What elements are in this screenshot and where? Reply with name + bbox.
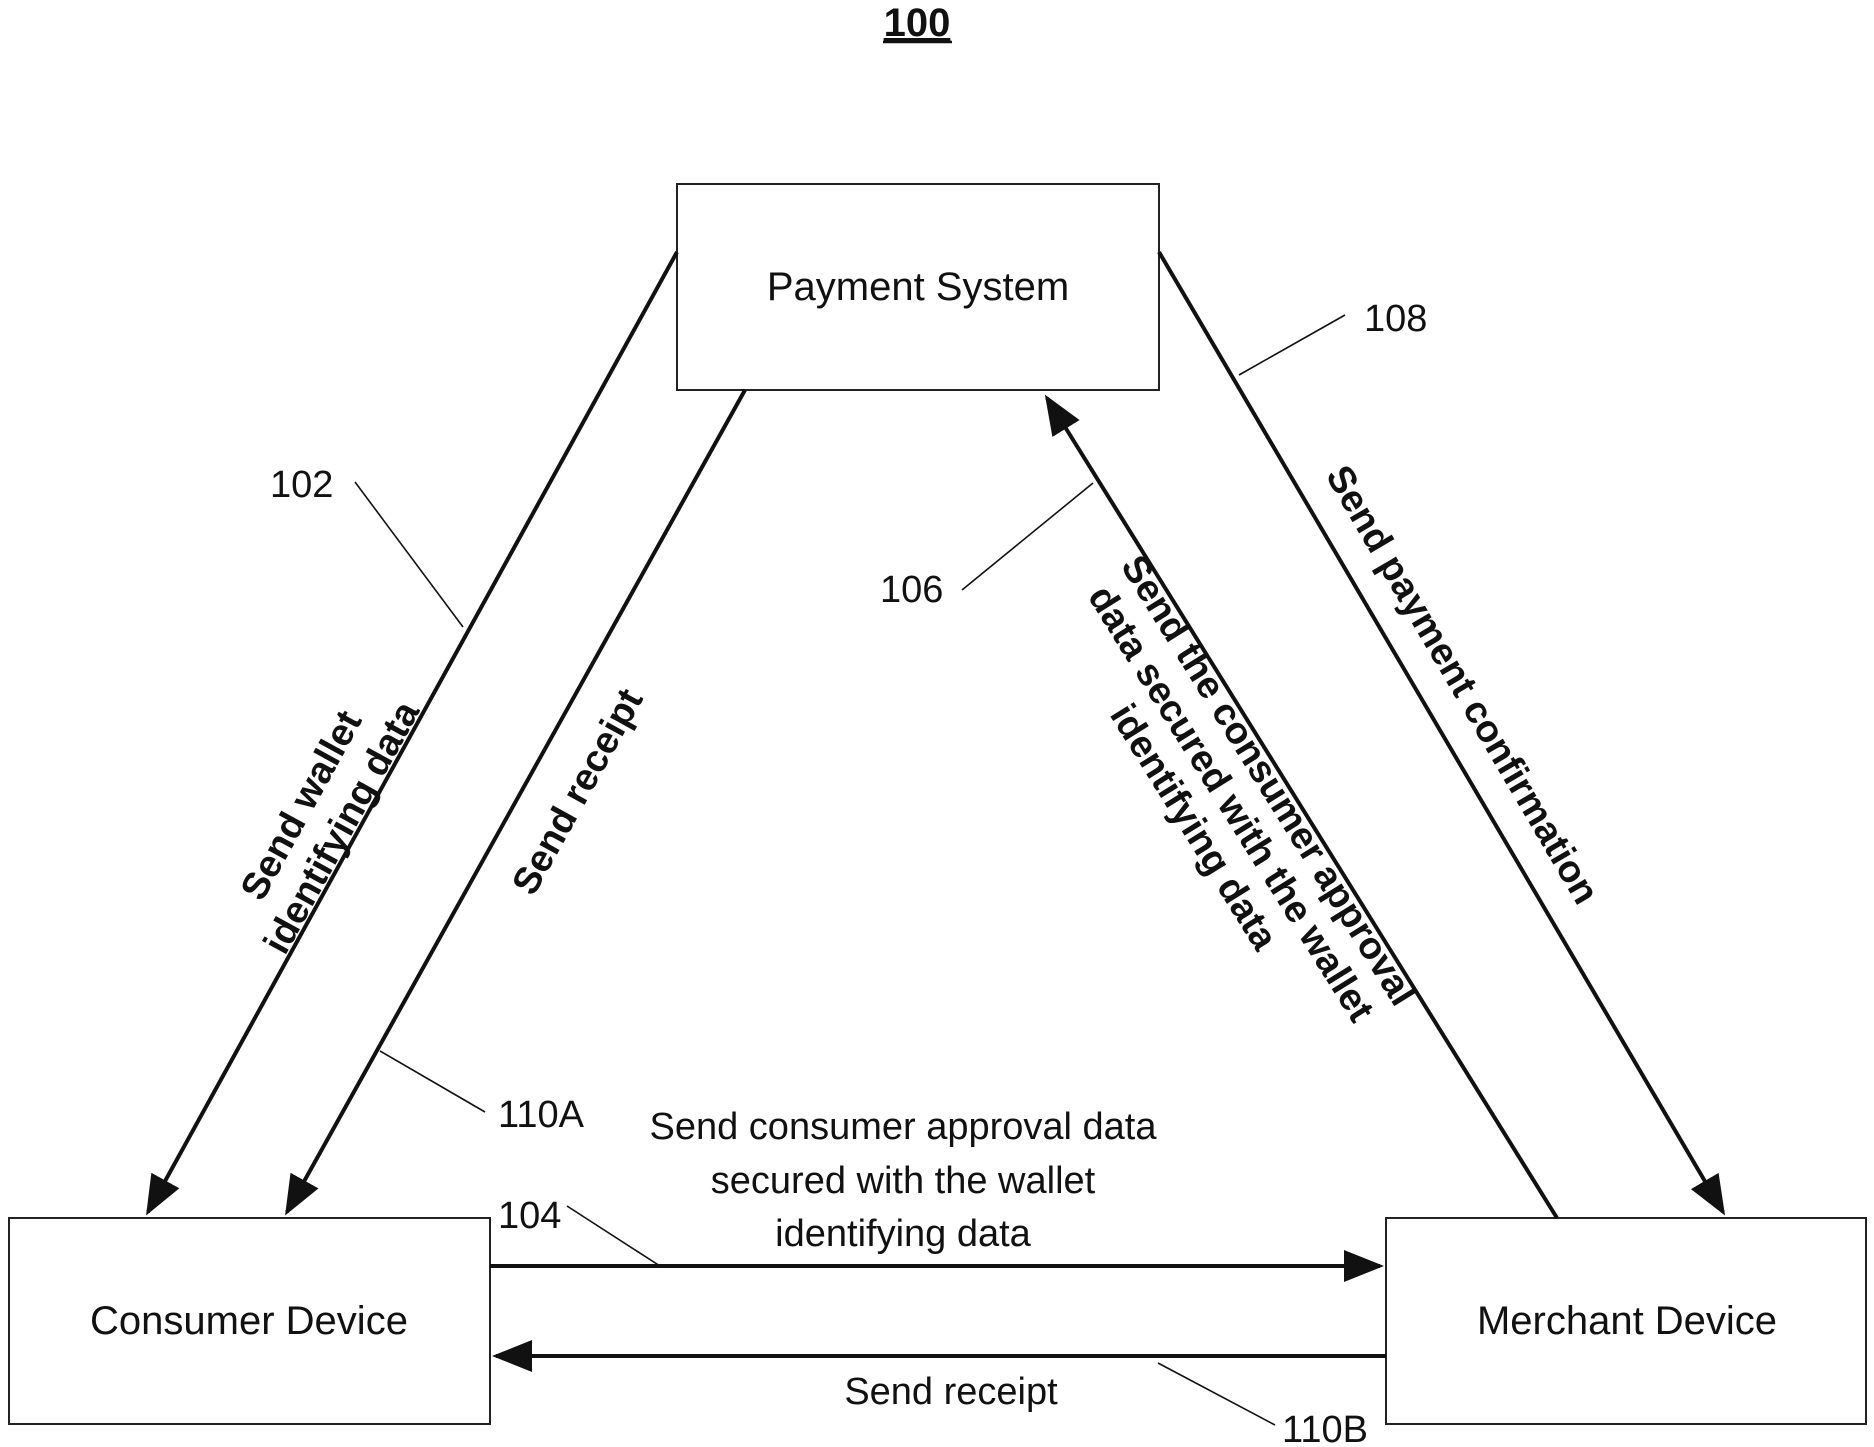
label-receipt-ps-to-consumer: Send receipt xyxy=(504,682,651,902)
label-approval-consumer-to-merchant-line1: Send consumer approval data xyxy=(650,1106,1158,1148)
leader-102 xyxy=(354,481,464,628)
figure-number: 100 xyxy=(884,1,951,45)
merchant-device-label: Merchant Device xyxy=(1477,1299,1777,1343)
ref-110b: 110B xyxy=(1282,1409,1368,1447)
label-receipt-merchant-to-consumer: Send receipt xyxy=(844,1371,1058,1413)
edge-receipt-ps-to-consumer-arrow xyxy=(285,389,747,1216)
node-merchant-device: Merchant Device xyxy=(1385,1217,1867,1425)
label-approval-consumer-to-merchant-line2: secured with the wallet xyxy=(711,1160,1096,1202)
node-payment-system: Payment System xyxy=(676,183,1160,391)
ref-108: 108 xyxy=(1364,298,1427,340)
label-payment-confirmation-line1: Send payment confirmation xyxy=(1317,459,1606,912)
ref-104: 104 xyxy=(498,1195,561,1237)
label-payment-confirmation: Send payment confirmation xyxy=(1317,459,1606,912)
leader-108 xyxy=(1238,314,1346,376)
leader-104 xyxy=(566,1205,661,1267)
label-approval-merchant-to-ps-line2: data secured with the wallet xyxy=(1080,579,1383,1030)
label-approval-consumer-to-merchant-line3: identifying data xyxy=(775,1213,1031,1255)
consumer-device-label: Consumer Device xyxy=(90,1299,408,1343)
edge-payment-confirmation-arrow xyxy=(1157,250,1726,1216)
node-consumer-device: Consumer Device xyxy=(8,1217,491,1425)
label-approval-consumer-to-merchant: Send consumer approval data secured with… xyxy=(650,1106,1158,1255)
label-approval-merchant-to-ps: Send the consumer approval data secured … xyxy=(1080,548,1424,1030)
edge-wallet-data-arrow xyxy=(146,251,679,1216)
leader-106 xyxy=(961,482,1094,591)
leader-110b xyxy=(1157,1362,1276,1426)
label-receipt-ps-to-consumer-line1: Send receipt xyxy=(504,682,651,902)
label-wallet-data: Send wallet identifying data xyxy=(233,694,429,961)
payment-system-box xyxy=(676,183,1160,391)
edge-approval-merchant-to-ps-arrow xyxy=(1044,394,1559,1220)
ref-102: 102 xyxy=(270,464,333,506)
leader-110a xyxy=(379,1050,486,1113)
ref-106: 106 xyxy=(880,569,943,611)
payment-system-label: Payment System xyxy=(767,265,1069,309)
consumer-device-box xyxy=(8,1217,491,1425)
merchant-device-box xyxy=(1385,1217,1867,1425)
ref-110a: 110A xyxy=(498,1094,585,1136)
